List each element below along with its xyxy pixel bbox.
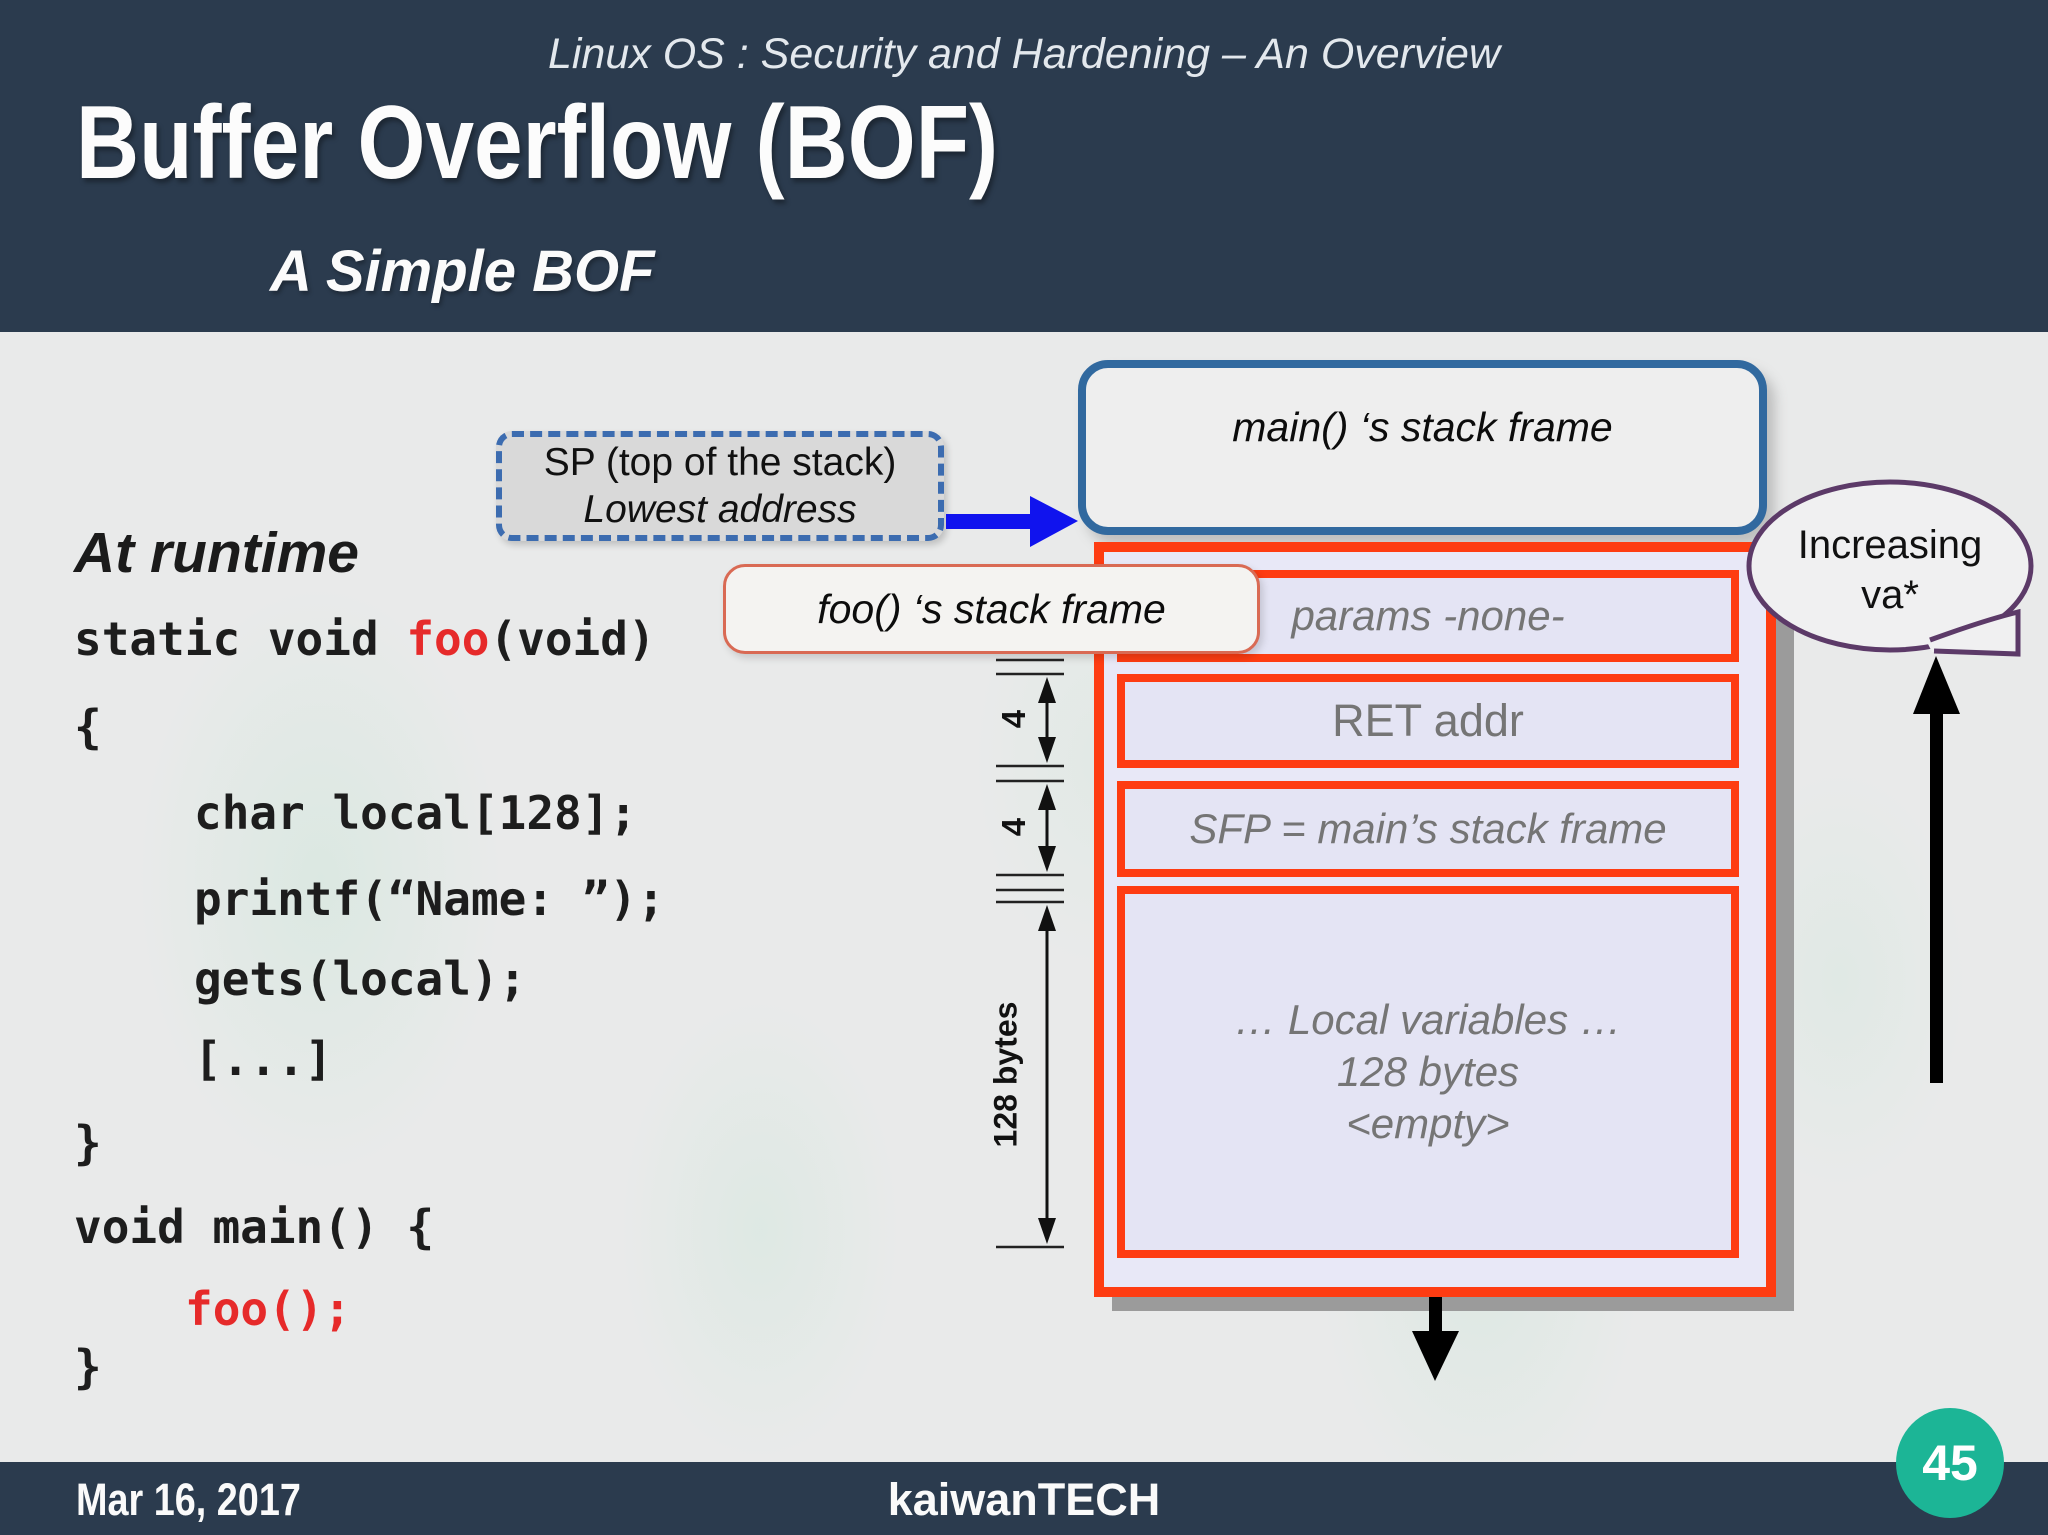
stack-cell-locals-line2: 128 bytes [1336,1048,1520,1095]
dimension-label-ret: 4 [995,709,1032,729]
bubble-line2: va* [1861,573,1919,617]
course-title: Linux OS : Security and Hardening – An O… [547,30,1501,78]
stack-cell-ret-addr: RET addr [1117,674,1739,768]
code-token: [...] [194,1032,333,1086]
code-line: } [74,1340,102,1394]
footer-date: Mar 16, 2017 [76,1474,344,1526]
code-token: gets(local); [194,952,527,1006]
stack-cell-sfp: SFP = main’s stack frame [1117,781,1739,877]
code-line: } [74,1116,102,1170]
increasing-address-arrow-icon [1913,656,1960,1083]
dimension-label-sfp: 4 [995,817,1032,837]
stack-cell-params-label: params -none- [1291,592,1565,639]
code-token: (void) [489,612,656,666]
dimension-arrow-ret [1038,677,1056,763]
stack-cell-ret-addr-label: RET addr [1332,695,1524,746]
sp-callout-line1: SP (top of the stack) [543,441,897,484]
page-title-text: Buffer Overflow (BOF) [76,85,999,201]
code-token: } [74,1116,102,1170]
main-stack-frame-label: main() ‘s stack frame [1232,404,1613,450]
code-line: printf(“Name: ”); [194,872,665,926]
code-token: void main() { [74,1200,435,1254]
stack-growth-down-arrow-icon [1412,1297,1459,1381]
sp-pointer-arrow-icon [946,496,1078,547]
page-number-badge: 45 [1896,1408,2004,1518]
main-stack-frame-box: main() ‘s stack frame [1078,360,1767,535]
code-line: [...] [194,1032,332,1086]
code-line: static void foo(void) [74,612,656,666]
header-band: Linux OS : Security and Hardening – An O… [0,0,2048,332]
dimension-arrow-locals [1038,905,1056,1244]
footer-brand: kaiwanTECH [887,1474,1161,1525]
code-line: void main() { [74,1200,434,1254]
code-token: char local[128]; [194,786,638,840]
page-title: Buffer Overflow (BOF) [76,84,1174,203]
code-token: } [74,1340,102,1394]
dimension-label-locals: 128 bytes [987,1001,1024,1148]
footer-band: Mar 16, 2017 kaiwanTECH [0,1462,2048,1535]
stack-cell-locals-line1: … Local variables … [1234,996,1622,1043]
stack-cell-locals-line3: <empty> [1346,1100,1510,1147]
code-token: { [74,700,102,754]
stack-cell-locals: … Local variables … 128 bytes <empty> [1117,886,1739,1258]
code-line: char local[128]; [194,786,637,840]
foo-stack-frame-callout: foo() ‘s stack frame [723,564,1260,654]
dimension-arrow-sfp [1038,784,1056,872]
code-token: static void [74,612,407,666]
sp-callout: SP (top of the stack) Lowest address [496,431,944,541]
code-line: gets(local); [194,952,526,1006]
code-token: foo(); [185,1282,352,1336]
increasing-address-bubble-text: Increasing va* [1790,520,1990,620]
runtime-heading: At runtime [74,521,359,585]
stack-cell-sfp-label: SFP = main’s stack frame [1189,805,1667,852]
code-token: foo [406,612,490,666]
footer-date-text: Mar 16, 2017 [76,1474,301,1525]
code-line: { [74,700,102,754]
code-line: foo(); [185,1282,351,1336]
page-subtitle: A Simple BOF [270,239,655,304]
code-token: printf(“Name: ”); [194,872,665,926]
bubble-line1: Increasing [1797,523,1983,567]
sp-callout-line2: Lowest address [583,488,857,531]
